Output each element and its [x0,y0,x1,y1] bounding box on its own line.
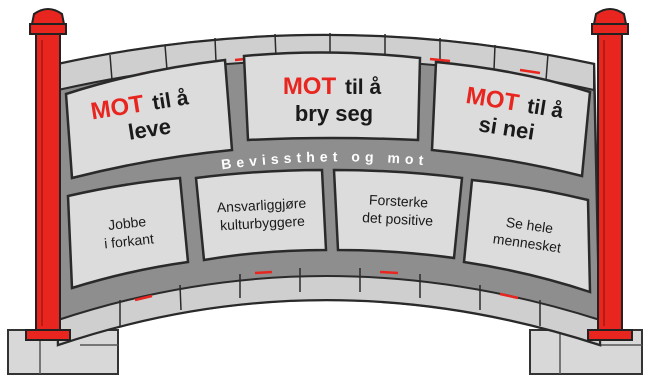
right-pillar [587,8,633,341]
upper-stone-2 [242,51,422,142]
upper-stone-1 [64,58,234,180]
lower-stone-2 [194,168,328,262]
left-pillar [25,8,71,341]
svg-text:i forkant: i forkant [103,230,154,251]
svg-text:Forsterke: Forsterke [369,191,429,210]
lower-label-3: Forsterke det positive [362,191,434,229]
lower-stone-1 [66,176,190,290]
svg-text:kulturbyggere: kulturbyggere [220,213,306,233]
upper-stone-3 [430,60,592,178]
mot-word: MOT [283,73,337,100]
lower-label-1: Jobbe i forkant [103,213,154,251]
bottom-rim-joints [119,268,541,326]
svg-text:Jobbe: Jobbe [107,213,147,233]
upper-label-2: MOT til å bry seg [283,73,382,126]
arch-bottom-rim [57,275,601,347]
svg-text:det positive: det positive [362,209,434,229]
svg-text:bry seg: bry seg [295,101,373,126]
lower-stone-4 [462,178,592,294]
svg-text:Se hele: Se hele [505,214,554,236]
svg-text:MOT til å: MOT til å [283,73,382,100]
svg-text:Ansvarliggjøre: Ansvarliggjøre [216,195,306,216]
lower-stone-3 [332,168,464,260]
lower-label-2: Ansvarliggjøre kulturbyggere [216,195,306,234]
bottom-red-accents [134,270,519,302]
